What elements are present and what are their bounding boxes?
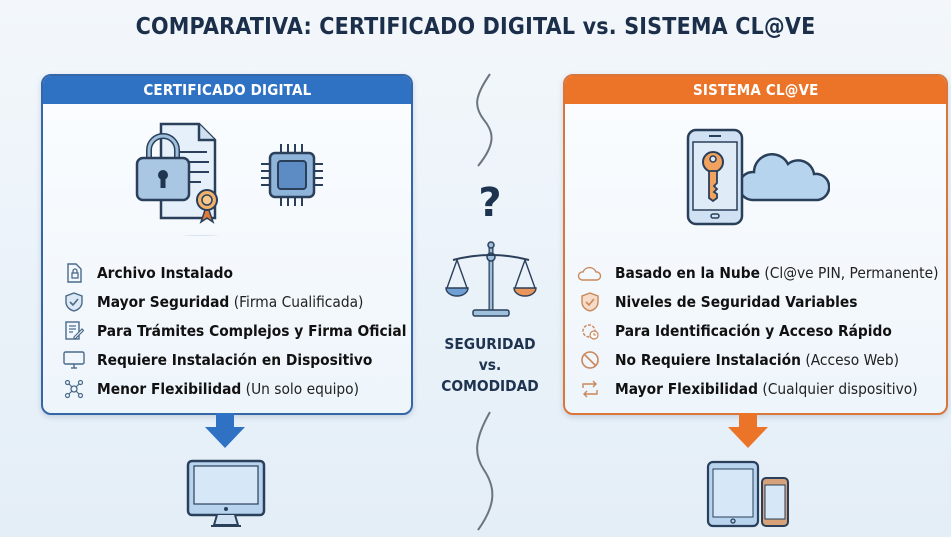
- item-detail: (Firma Cualificada): [229, 292, 364, 311]
- list-item: Archivo Instalado: [63, 258, 411, 287]
- sync-arrows-icon: [577, 378, 603, 400]
- list-item: Requiere Instalación en Dispositivo: [63, 345, 411, 374]
- shield-check-icon: [63, 291, 85, 313]
- item-title: Mayor Seguridad: [97, 292, 230, 311]
- panel-header: CERTIFICADO DIGITAL: [43, 76, 411, 104]
- down-arrow-orange-icon: [728, 413, 768, 448]
- question-mark: ?: [478, 180, 502, 226]
- monitor-icon: [63, 349, 85, 371]
- list-item: Niveles de Seguridad Variables: [577, 287, 946, 316]
- desktop-computer-icon: [186, 459, 266, 527]
- item-detail: (Cualquier dispositivo): [758, 379, 918, 398]
- caption-line: COMODIDAD: [441, 377, 539, 395]
- hero-illustration: [565, 116, 946, 256]
- list-item: Menor Flexibilidad (Un solo equipo): [63, 374, 411, 403]
- panel-header-label: SISTEMA CL@VE: [692, 81, 819, 99]
- list-item: Basado en la Nube (Cl@ve PIN, Permanente…: [577, 258, 946, 287]
- smartphone-key-icon: [686, 128, 744, 226]
- wavy-divider-top-icon: [476, 73, 493, 167]
- list-item: Mayor Seguridad (Firma Cualificada): [63, 287, 411, 316]
- item-title: Mayor Flexibilidad: [615, 379, 759, 398]
- down-arrow-blue-icon: [205, 413, 245, 448]
- no-entry-icon: [577, 349, 603, 371]
- file-lock-icon: [63, 262, 85, 284]
- list-item: Para Trámites Complejos y Firma Oficial: [63, 316, 411, 345]
- list-item: Mayor Flexibilidad (Cualquier dispositiv…: [577, 374, 946, 403]
- item-title: No Requiere Instalación: [615, 350, 801, 369]
- panel-header-label: CERTIFICADO DIGITAL: [142, 81, 312, 99]
- network-nodes-icon: [63, 378, 85, 400]
- item-title: Menor Flexibilidad: [97, 379, 242, 398]
- certificado-digital-panel: CERTIFICADO DIGITAL: [41, 74, 413, 415]
- gear-clock-icon: [577, 320, 603, 342]
- feature-list: Archivo Instalado Mayor Seguridad (Firma…: [63, 258, 411, 403]
- item-title: Archivo Instalado: [97, 263, 233, 282]
- item-title: Para Identificación y Acceso Rápido: [615, 321, 892, 340]
- caption-line: SEGURIDAD: [444, 335, 536, 353]
- list-item: Para Identificación y Acceso Rápido: [577, 316, 946, 345]
- item-title: Requiere Instalación en Dispositivo: [97, 350, 373, 369]
- chip-icon: [261, 144, 323, 206]
- item-detail: (Cl@ve PIN, Permanente): [759, 263, 939, 282]
- sistema-clave-panel: SISTEMA CL@VE Basado en la Nube (Cl@ve P…: [563, 74, 948, 415]
- list-item: No Requiere Instalación (Acceso Web): [577, 345, 946, 374]
- caption-line: vs.: [478, 356, 502, 374]
- cloud-icon: [740, 153, 830, 202]
- balance-scale-icon: [445, 241, 537, 317]
- cloud-icon: [577, 262, 603, 284]
- item-title: Basado en la Nube: [615, 263, 760, 282]
- item-title: Niveles de Seguridad Variables: [615, 292, 858, 311]
- wavy-divider-bottom-icon: [476, 411, 494, 531]
- center-caption: SEGURIDAD vs. COMODIDAD: [420, 334, 560, 397]
- tablet-and-phone-icon: [706, 460, 789, 528]
- center-divider: ? SEGURIDAD vs. COMODIDAD: [420, 60, 560, 537]
- item-detail: (Acceso Web): [800, 350, 900, 369]
- document-sign-icon: [63, 320, 85, 342]
- hero-illustration: [43, 116, 411, 256]
- panel-header: SISTEMA CL@VE: [565, 76, 946, 104]
- shield-check-icon: [577, 291, 603, 313]
- lock-document-certificate-icon: [135, 122, 221, 236]
- item-detail: (Un solo equipo): [241, 379, 360, 398]
- page-title: COMPARATIVA: CERTIFICADO DIGITAL vs. SIS…: [135, 14, 816, 40]
- item-title: Para Trámites Complejos y Firma Oficial: [97, 321, 407, 340]
- feature-list: Basado en la Nube (Cl@ve PIN, Permanente…: [577, 258, 946, 403]
